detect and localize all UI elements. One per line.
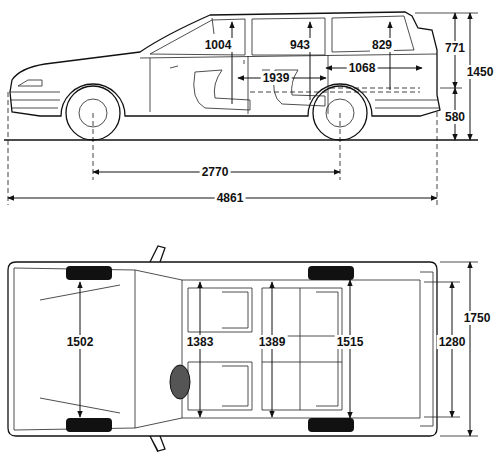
dimension-label: 1389 [257, 335, 288, 349]
side-view [4, 12, 478, 140]
dimension-label: 1280 [437, 335, 468, 349]
dimension-label: 1750 [462, 311, 493, 325]
dimension-label: 580 [443, 110, 467, 124]
dimension-label: 1939 [261, 71, 292, 85]
dimension-label: 1450 [465, 65, 496, 79]
dimension-label: 1004 [203, 38, 234, 52]
dimension-label: 1502 [65, 335, 96, 349]
dimension-label: 4861 [215, 191, 246, 205]
dimension-label: 771 [443, 41, 467, 55]
dimension-label: 2770 [200, 165, 231, 179]
dimension-label: 1515 [335, 335, 366, 349]
top-view [8, 246, 437, 452]
dimension-label: 829 [370, 38, 394, 52]
dimension-label: 943 [288, 38, 312, 52]
dimension-label: 1068 [347, 61, 378, 75]
top-dimensions [80, 262, 478, 436]
side-dimensions [8, 13, 478, 205]
dimension-label: 1383 [185, 335, 216, 349]
